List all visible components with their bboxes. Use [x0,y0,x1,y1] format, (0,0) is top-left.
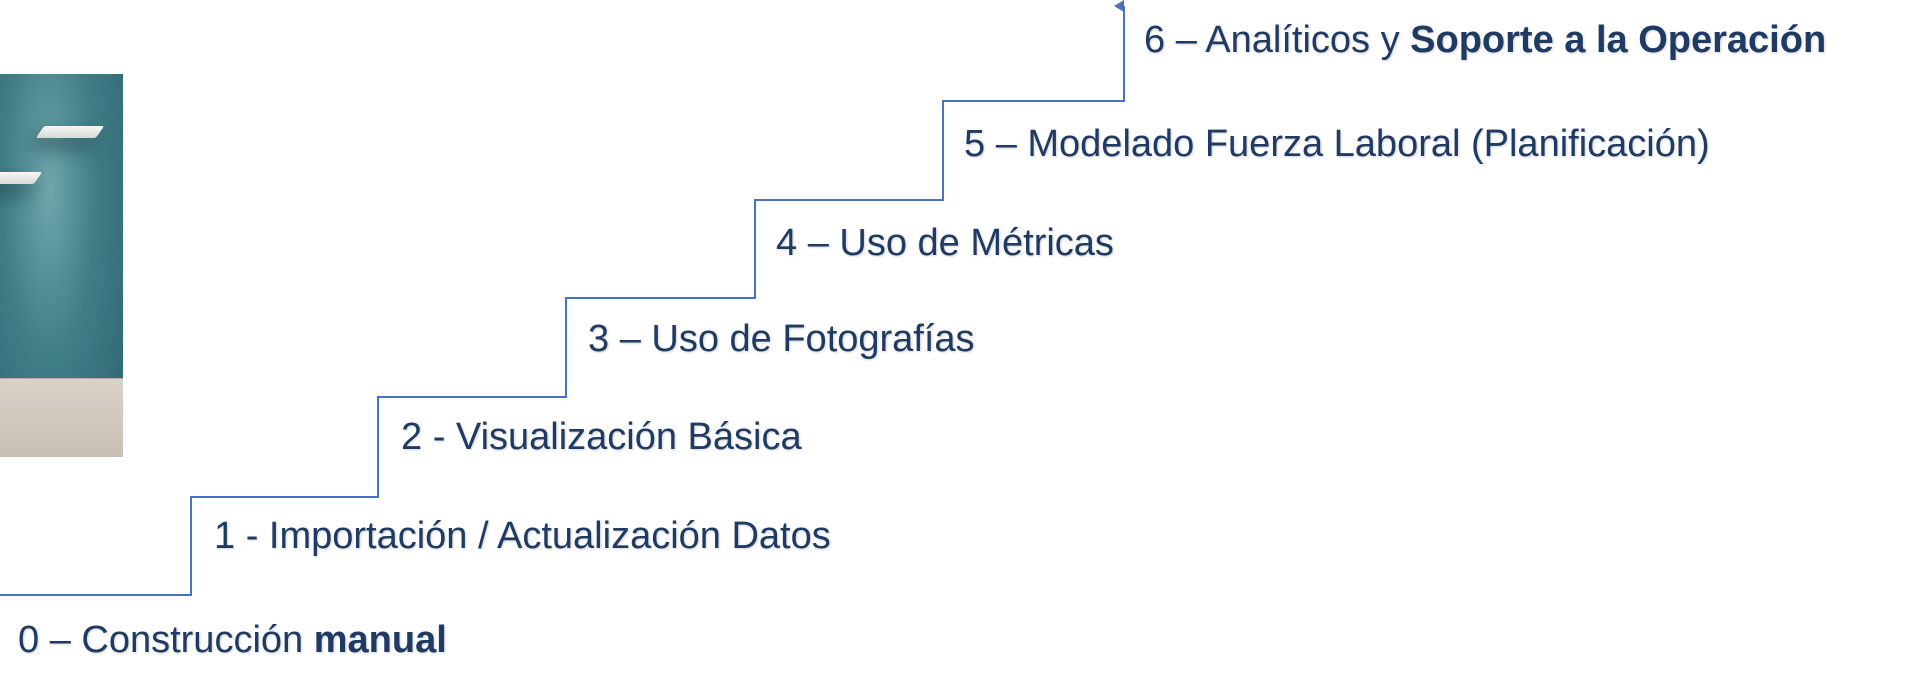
step-1-text: 1 - Importación / Actualización Datos [214,515,831,557]
step-6-label: 6 – Analíticos y Soporte a la Operación [1144,18,1826,62]
step-0-label: 0 – Construcción manual [18,618,447,662]
staircase-line [0,0,1125,596]
step-5-text: 5 – Modelado Fuerza Laboral (Planificaci… [964,123,1710,165]
step-0-text: 0 – Construcción [18,619,314,661]
step-4-text: 4 – Uso de Métricas [776,222,1114,264]
room-with-floating-shelves-image [0,74,123,457]
step-2-label: 2 - Visualización Básica [401,415,802,459]
step-1-label: 1 - Importación / Actualización Datos [214,514,831,558]
step-4-label: 4 – Uso de Métricas [776,221,1114,265]
step-6-emphasis: Soporte a la Operación [1410,19,1827,61]
step-3-text: 3 – Uso de Fotografías [588,318,975,360]
step-0-emphasis: manual [313,619,447,661]
step-6-text: 6 – Analíticos y [1144,19,1411,61]
step-3-label: 3 – Uso de Fotografías [588,317,975,361]
step-2-text: 2 - Visualización Básica [401,416,802,458]
floor [0,378,123,457]
step-5-label: 5 – Modelado Fuerza Laboral (Planificaci… [964,122,1710,166]
